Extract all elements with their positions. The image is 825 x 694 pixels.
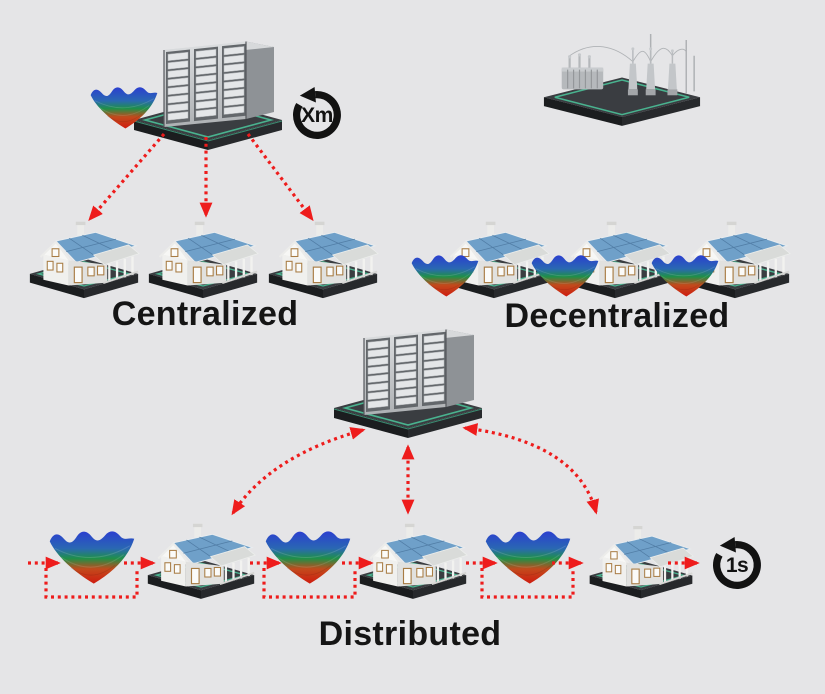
decentralized-label: Decentralized bbox=[504, 297, 730, 335]
substation bbox=[538, 26, 706, 129]
xm-cycle-label: Xm bbox=[301, 103, 333, 127]
distributed-house-1 bbox=[144, 514, 258, 602]
centralized-house-3 bbox=[265, 212, 381, 301]
distributed-surface-plot-bowl-1 bbox=[48, 526, 136, 592]
1s-cycle-label: 1s bbox=[725, 553, 749, 577]
distributed-link-arrow-left bbox=[231, 427, 366, 516]
centralized-surface-plot-bowl bbox=[88, 84, 160, 134]
1s-cycle-icon: 1s bbox=[706, 532, 768, 594]
decentralized-surface-plot-bowl-3 bbox=[650, 252, 720, 302]
distributed-link-arrow-right bbox=[462, 423, 599, 515]
centralized-house-2 bbox=[145, 212, 261, 301]
centralized-label: Centralized bbox=[111, 295, 299, 333]
distributed-label: Distributed bbox=[318, 615, 502, 653]
distributed-surface-plot-bowl-3 bbox=[484, 526, 572, 592]
distributed-link-arrows bbox=[231, 423, 599, 516]
distributed-surface-plot-bowl-2 bbox=[264, 526, 352, 592]
decentralized-surface-plot-bowl-2 bbox=[530, 252, 600, 302]
centralized-house-1 bbox=[26, 212, 142, 301]
distributed-server-building bbox=[328, 312, 488, 440]
decentralized-surface-plot-bowl-1 bbox=[410, 252, 480, 302]
distributed-house-3 bbox=[586, 516, 696, 602]
xm-cycle-icon: Xm bbox=[286, 82, 348, 144]
distributed-house-2 bbox=[356, 514, 470, 602]
